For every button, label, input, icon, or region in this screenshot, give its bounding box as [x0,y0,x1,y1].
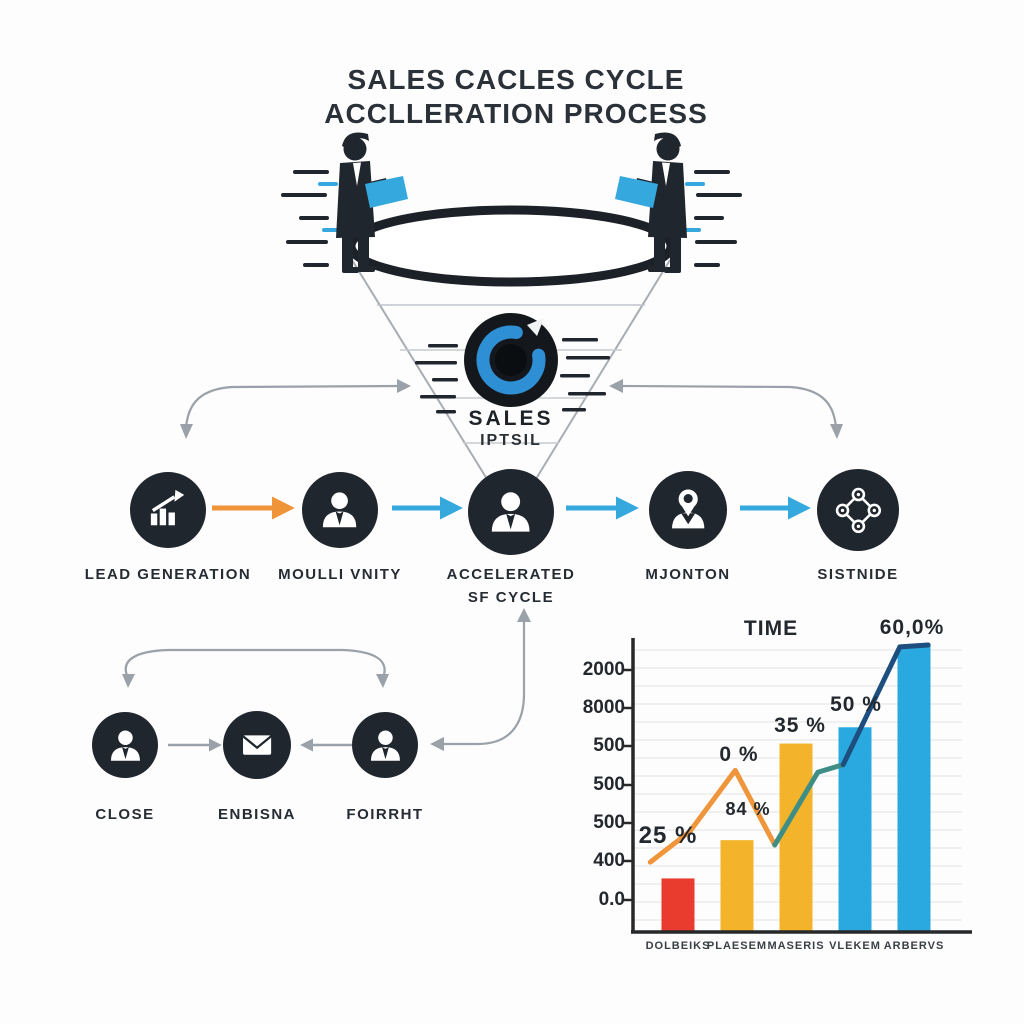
page-title-line1: SALES CACLES CYCLE [347,64,685,95]
y-tick-1: 8000 [582,697,625,718]
bar-VLEKEM [838,727,872,932]
speed-gauge-icon [415,313,610,414]
trend-line-segment-1 [772,762,846,848]
x-category-0: DOLBEIKS [645,940,711,952]
stage-label-sistnide: SISTNIDE [817,566,899,583]
substage-label-close: CLOSE [95,806,155,823]
stage-sistnide [817,469,899,551]
y-tick-4: 500 [593,812,625,833]
connector-arrowheads [122,379,843,751]
person-icon [370,730,400,761]
x-category-1: PLAESEM [706,940,768,952]
y-tick-0: 2000 [582,659,625,680]
growth-chart-icon [151,490,185,526]
funnel-label-iptsil: IPTSIL [480,432,542,449]
chart-title: TIME [743,617,799,640]
page-title-line2: ACCLLERATION PROCESS [324,98,708,129]
stage-label-moulli-vnity: MOULLI VNITY [278,566,402,583]
stage-accelerated-cycle [468,469,554,555]
flow-arrows [168,496,811,752]
y-tick-2: 500 [593,735,625,756]
bar-DOLBEIKS [661,878,695,932]
funnel-label-sales: SALES [468,407,554,430]
trend-line-segment-2 [840,642,931,768]
point-label-35: 35 % [774,714,826,737]
substage-enbisna [223,711,291,779]
point-label-25: 25 % [638,822,698,849]
stage-mjonton [649,471,727,549]
stage-moulli-vnity [302,472,378,548]
person-icon [492,492,530,532]
bar-MASERIS [779,743,813,932]
x-category-4: ARBERVS [883,940,945,952]
stage-label-lead-generation: LEAD GENERATION [84,566,252,583]
network-icon [835,487,881,533]
envelope-icon [242,735,272,755]
substage-foirrht [352,712,418,778]
stage-label-accelerated: ACCELERATED [446,566,576,583]
stage-label-mjonton: MJONTON [645,566,731,583]
trend-line-segment-0 [647,767,778,865]
point-label-84: 84 % [725,799,771,819]
point-label-50: 50 % [830,693,882,716]
y-tick-5: 400 [593,850,625,871]
person-pin-icon [671,489,705,529]
stage-label-sf-cycle: SF CYCLE [467,589,555,606]
bar-PLAESEM [720,840,754,932]
x-category-2: MASERIS [767,940,825,952]
bar-ARBERVS [897,645,931,932]
point-label-60: 60,0% [879,616,945,639]
curved-connectors [124,384,838,746]
person-icon [110,730,140,761]
y-tick-3: 500 [593,774,625,795]
stage-lead-generation [130,472,206,548]
substage-close [92,712,158,778]
y-tick-6: 0.0 [598,889,625,910]
point-label-0: 0 % [719,743,759,766]
substage-label-enbisna: ENBISNA [217,806,297,823]
x-category-3: VLEKEM [829,940,881,952]
chart-axes [622,638,972,934]
substage-label-foirrht: FOIRRHT [346,806,424,823]
person-icon [323,492,357,528]
bar-chart [634,642,962,932]
